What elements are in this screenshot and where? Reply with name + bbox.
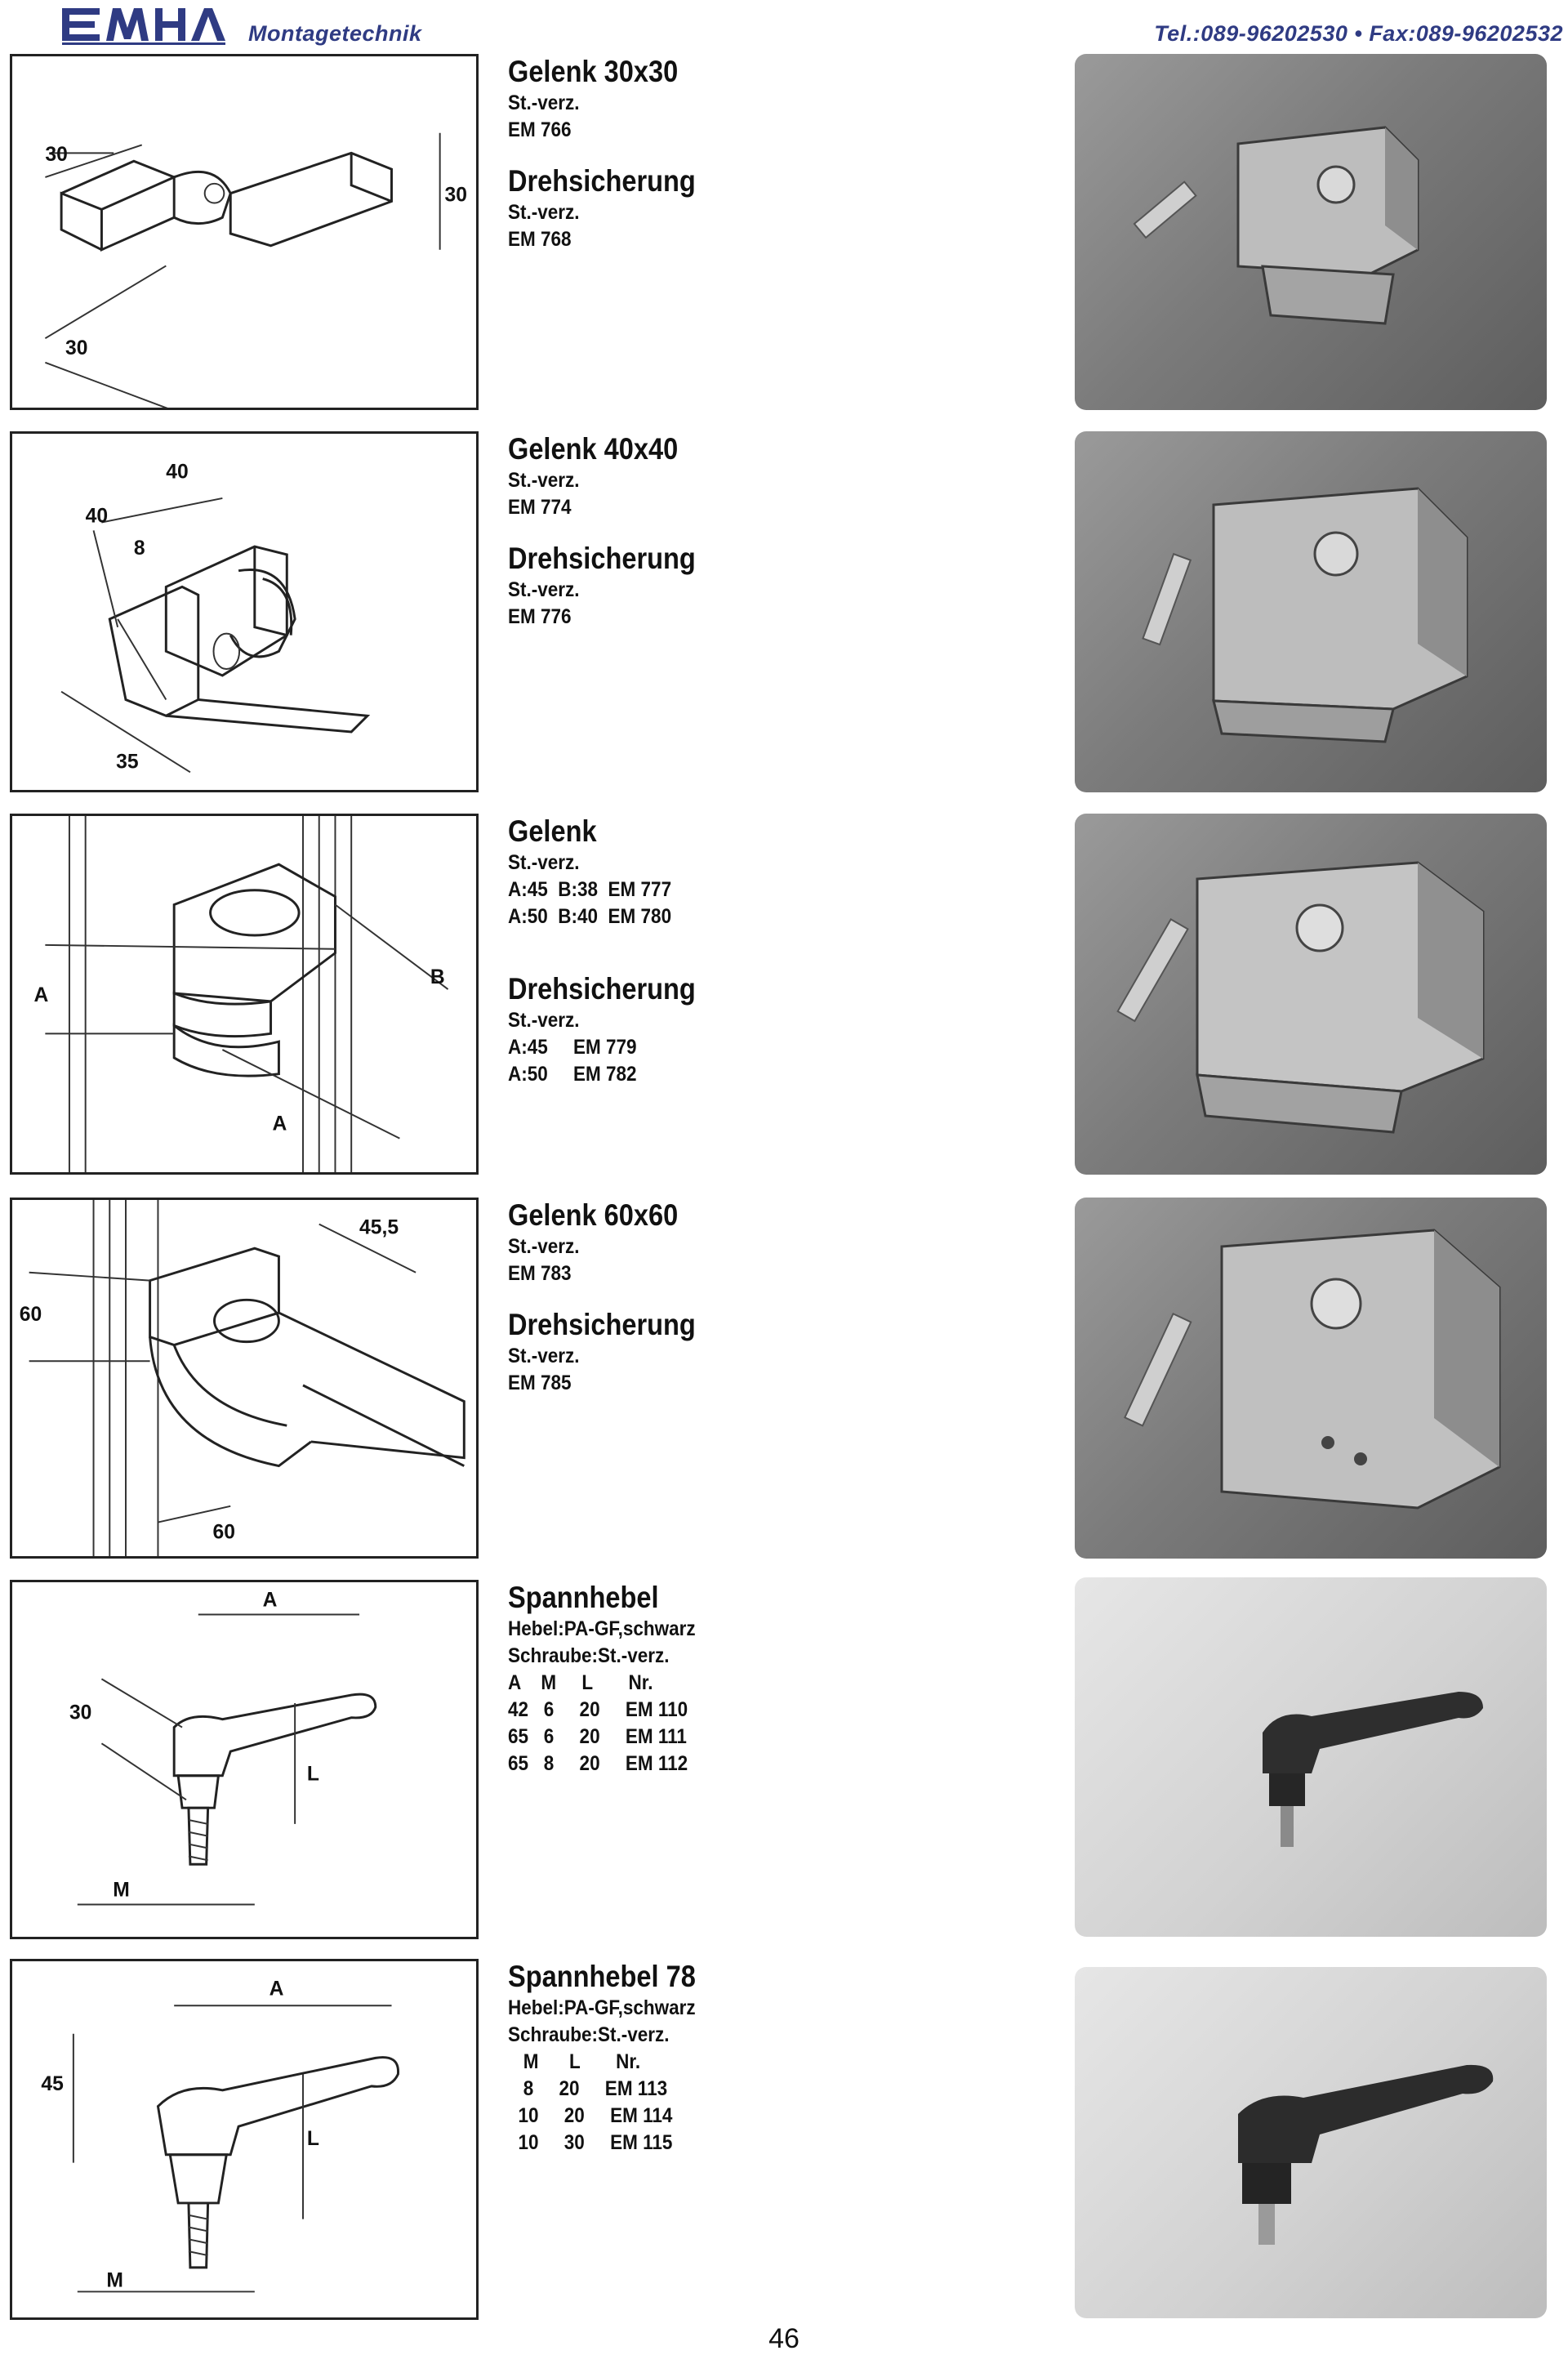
product-spec: St.-verz. [508, 1235, 580, 1258]
product-spec: EM 774 [508, 496, 572, 519]
dimension-label: 30 [69, 1702, 91, 1724]
clamp-lever-drawing: A 30 L M [69, 1590, 377, 1906]
product-photo [1075, 814, 1547, 1175]
technical-drawing: A 30 L M [10, 1580, 479, 1939]
product-title: Drehsicherung [508, 972, 696, 1006]
dimension-label: A [273, 1113, 287, 1135]
joint-30-drawing: 30 30 30 [44, 132, 467, 408]
product-title: Gelenk 40x40 [508, 432, 679, 466]
product-spec: EM 776 [508, 605, 572, 628]
product-text: Gelenk 40x40 St.-verz. EM 774 Drehsicher… [508, 431, 1014, 631]
product-photo [1075, 431, 1547, 792]
product-text: Gelenk 60x60 St.-verz. EM 783 Drehsicher… [508, 1198, 1014, 1397]
product-spec: St.-verz. [508, 469, 580, 492]
dimension-label: 40 [86, 506, 108, 528]
dimension-label: 60 [20, 1304, 42, 1326]
dimension-label: A [34, 984, 49, 1006]
product-spec: EM 768 [508, 228, 572, 251]
product-spec: EM 785 [508, 1372, 572, 1394]
product-title: Spannhebel 78 [508, 1960, 696, 1993]
dimension-label: 40 [166, 461, 188, 483]
product-title: Gelenk 30x30 [508, 55, 679, 88]
product-spec: St.-verz. [508, 1009, 580, 1032]
dimension-label: B [430, 966, 445, 988]
joint-40-drawing: 40 40 8 35 [60, 461, 371, 773]
product-spec: M L Nr. [508, 2050, 641, 2073]
product-spec: EM 783 [508, 1262, 572, 1285]
dimension-label: L [307, 1764, 319, 1786]
product-spec: A M L Nr. [508, 1671, 653, 1694]
dimension-label: A [270, 1978, 284, 2000]
product-text: Spannhebel Hebel:PA-GF,schwarz Schraube:… [508, 1580, 1014, 1777]
product-spec: St.-verz. [508, 851, 580, 874]
product-spec: St.-verz. [508, 91, 580, 114]
page-number: 46 [768, 2323, 800, 2354]
product-title: Spannhebel [508, 1581, 659, 1614]
dimension-label: 30 [65, 337, 87, 359]
dimension-label: L [307, 2128, 319, 2150]
product-spec: A:50 B:40 EM 780 [508, 905, 672, 928]
product-photo [1075, 54, 1547, 410]
product-photo [1075, 1198, 1547, 1559]
dimension-label: M [106, 2270, 123, 2292]
product-spec: 42 6 20 EM 110 [508, 1698, 688, 1721]
product-spec: St.-verz. [508, 201, 580, 224]
product-spec: Schraube:St.-verz. [508, 2023, 670, 2046]
product-spec: A:50 EM 782 [508, 1063, 637, 1086]
product-text: Gelenk 30x30 St.-verz. EM 766 Drehsicher… [508, 54, 1014, 253]
product-text: Gelenk St.-verz. A:45 B:38 EM 777 A:50 B… [508, 814, 1014, 1088]
dimension-label: 8 [134, 537, 145, 560]
joint-60-drawing: 45,5 60 60 [20, 1200, 466, 1556]
clamp-lever-78-drawing: A 45 L M [41, 1978, 399, 2293]
technical-drawing: 30 30 30 [10, 54, 479, 410]
product-spec: 10 20 EM 114 [508, 2104, 673, 2127]
dimension-label: 35 [116, 751, 139, 773]
product-title: Drehsicherung [508, 164, 696, 198]
dimension-label: 30 [45, 144, 67, 166]
product-title: Gelenk [508, 814, 597, 848]
product-spec: St.-verz. [508, 578, 580, 601]
product-title: Drehsicherung [508, 1308, 696, 1341]
technical-drawing: 40 40 8 35 [10, 431, 479, 792]
product-spec: Hebel:PA-GF,schwarz [508, 1617, 696, 1640]
product-title: Gelenk 60x60 [508, 1198, 679, 1232]
contact-info: Tel.:089-96202530 • Fax:089-96202532 [1154, 21, 1563, 46]
dimension-label: 30 [445, 185, 467, 207]
product-photo [1075, 1967, 1547, 2318]
dimension-label: 45,5 [359, 1216, 399, 1238]
product-spec: A:45 EM 779 [508, 1036, 637, 1059]
product-text: Spannhebel 78 Hebel:PA-GF,schwarz Schrau… [508, 1959, 1014, 2157]
brand-name: Montagetechnik [248, 21, 422, 46]
joint-ab-drawing: A B A [34, 816, 449, 1172]
dimension-label: M [113, 1880, 130, 1902]
dimension-label: 45 [41, 2073, 64, 2095]
emha-logo [62, 8, 225, 45]
dimension-label: 60 [213, 1521, 235, 1543]
product-spec: 65 6 20 EM 111 [508, 1725, 687, 1748]
page-header: Montagetechnik Tel.:089-96202530 • Fax:0… [0, 0, 1568, 49]
product-spec: A:45 B:38 EM 777 [508, 878, 672, 901]
product-spec: 8 20 EM 113 [508, 2077, 668, 2100]
technical-drawing: A B A [10, 814, 479, 1175]
technical-drawing: A 45 L M [10, 1959, 479, 2320]
product-title: Drehsicherung [508, 542, 696, 575]
product-spec: Hebel:PA-GF,schwarz [508, 1996, 696, 2019]
dimension-label: A [263, 1590, 278, 1612]
product-spec: Schraube:St.-verz. [508, 1644, 670, 1667]
product-spec: EM 766 [508, 118, 572, 141]
technical-drawing: 45,5 60 60 [10, 1198, 479, 1559]
product-spec: St.-verz. [508, 1345, 580, 1367]
product-spec: 10 30 EM 115 [508, 2131, 673, 2154]
product-spec: 65 8 20 EM 112 [508, 1752, 688, 1775]
product-photo [1075, 1577, 1547, 1937]
